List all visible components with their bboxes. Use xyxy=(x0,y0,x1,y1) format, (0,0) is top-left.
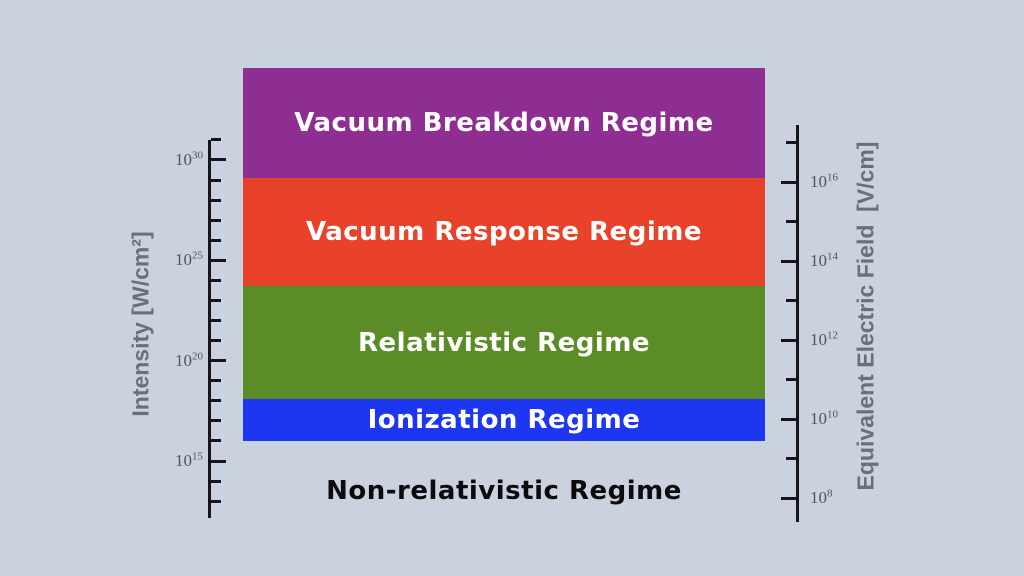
right-axis-tick xyxy=(785,220,796,223)
right-axis-tick xyxy=(780,180,796,184)
left-axis-tick xyxy=(210,178,221,182)
right-axis-tick xyxy=(785,457,796,460)
left-axis-tick xyxy=(210,439,221,443)
right-axis-tick xyxy=(780,338,796,342)
band-label-relativistic: Relativistic Regime xyxy=(358,327,650,358)
right-axis-line xyxy=(795,125,799,522)
left-axis-tick-label: 1020 xyxy=(175,349,203,370)
left-axis-tick xyxy=(210,218,221,222)
right-axis-tick-label: 1010 xyxy=(810,408,838,428)
right-axis-tick-label: 1012 xyxy=(810,329,838,349)
right-axis-tick xyxy=(785,299,796,302)
band-non-relativistic-regime: Non-relativistic Regime xyxy=(243,471,765,511)
band-relativistic-regime: Relativistic Regime xyxy=(243,286,765,399)
left-axis-tick xyxy=(210,359,226,363)
left-axis-tick xyxy=(210,339,221,343)
left-axis-tick xyxy=(210,278,221,282)
right-axis-tick xyxy=(785,141,796,144)
left-axis-tick xyxy=(210,198,221,202)
left-axis-tick xyxy=(210,298,221,302)
band-label-vacuum-response: Vacuum Response Regime xyxy=(306,217,702,248)
left-axis-tick xyxy=(210,158,226,162)
band-ionization-regime: Ionization Regime xyxy=(243,398,765,441)
right-axis-title: Equivalent Electric Field [V/cm] xyxy=(852,141,879,491)
band-label-ionization: Ionization Regime xyxy=(367,404,641,435)
right-axis-tick xyxy=(785,378,796,381)
left-axis-tick-label: 1015 xyxy=(175,450,203,470)
left-axis-tick-label: 1025 xyxy=(175,249,203,270)
right-axis-tick xyxy=(780,259,796,263)
left-axis-tick xyxy=(210,238,221,242)
band-vacuum-breakdown-regime: Vacuum Breakdown Regime xyxy=(243,67,765,178)
right-axis-tick xyxy=(780,496,796,500)
left-axis-line xyxy=(207,140,211,518)
band-label-vacuum-breakdown: Vacuum Breakdown Regime xyxy=(294,107,714,138)
left-axis-tick xyxy=(210,419,221,423)
left-axis-tick xyxy=(210,459,226,463)
left-axis-tick xyxy=(210,258,226,262)
right-axis-tick-label: 108 xyxy=(810,487,833,507)
left-axis-tick xyxy=(210,399,221,403)
left-axis-tick xyxy=(210,499,221,503)
left-axis-tick xyxy=(210,379,221,383)
right-axis-tick-label: 1016 xyxy=(810,171,838,191)
band-vacuum-response-regime: Vacuum Response Regime xyxy=(243,178,765,287)
left-axis-tick xyxy=(210,138,221,142)
left-axis-tick xyxy=(210,319,221,322)
right-axis-tick-label: 1014 xyxy=(810,250,838,270)
band-label-non-relativistic: Non-relativistic Regime xyxy=(326,476,682,506)
left-axis-tick xyxy=(210,479,221,483)
right-axis-tick xyxy=(780,417,796,421)
left-axis-tick-label: 1030 xyxy=(175,149,203,169)
